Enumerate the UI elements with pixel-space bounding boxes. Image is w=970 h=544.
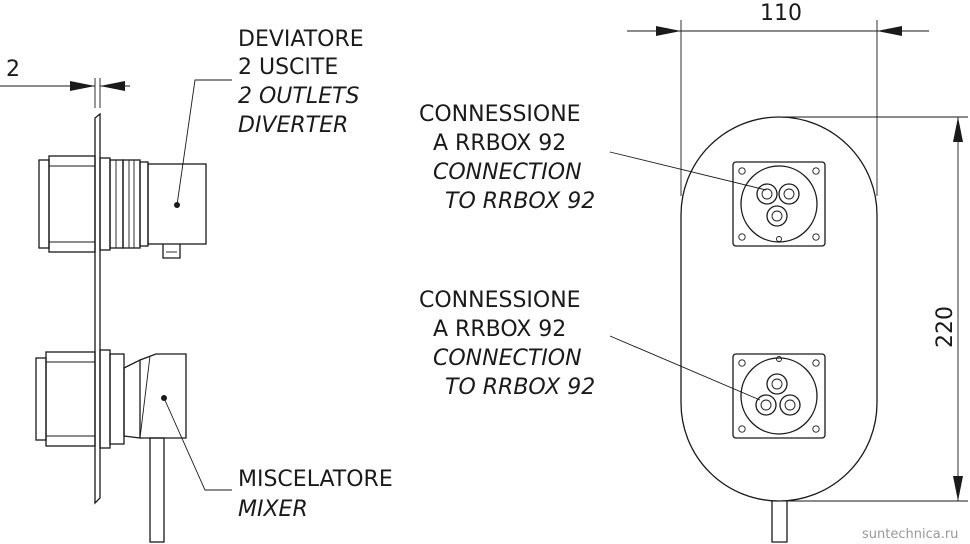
mixer-label: MISCELATORE MIXER	[238, 467, 393, 522]
thickness-dimension-label: 2	[6, 57, 20, 82]
diverter-label-it-1: DEVIATORE	[238, 27, 364, 52]
mixer-label-it: MISCELATORE	[238, 467, 393, 492]
mixer-lever-stub	[771, 501, 788, 543]
connection-top-label: CONNESSIONE A RRBOX 92 CONNECTION TO RRB…	[419, 102, 595, 214]
connection-bottom-leader	[609, 335, 761, 401]
side-view: 2	[0, 27, 393, 543]
width-dimension-label: 110	[760, 1, 802, 26]
connection-top-label-en-2: TO RRBOX 92	[445, 189, 595, 214]
connection-top-label-it-1: CONNESSIONE	[419, 102, 581, 127]
connection-block-top	[732, 161, 826, 247]
mixer-handle	[35, 349, 187, 543]
height-dimension: 220	[779, 116, 968, 502]
height-dimension-label: 220	[933, 306, 958, 348]
diverter-handle	[38, 155, 207, 259]
connection-bottom-label-it-1: CONNESSIONE	[419, 288, 581, 313]
connection-top-label-it-2: A RRBOX 92	[433, 131, 566, 156]
mixer-label-en: MIXER	[238, 497, 308, 522]
diverter-label-it-2: 2 USCITE	[238, 55, 338, 80]
thickness-dimension: 2	[0, 57, 130, 108]
diverter-leader	[176, 79, 232, 206]
connection-bottom-label-it-2: A RRBOX 92	[433, 317, 566, 342]
connection-bottom-label-en-1: CONNECTION	[433, 346, 582, 371]
mixer-leader	[163, 397, 232, 491]
diverter-label-en-2: DIVERTER	[238, 113, 348, 138]
cover-plate	[680, 116, 878, 502]
wall-plate	[94, 112, 101, 505]
connection-top-label-en-1: CONNECTION	[433, 160, 582, 185]
watermark: suntechnica.ru	[862, 527, 958, 542]
diverter-label: DEVIATORE 2 USCITE 2 OUTLETS DIVERTER	[238, 27, 364, 138]
connection-top-leader	[609, 151, 767, 191]
connection-bottom-label: CONNESSIONE A RRBOX 92 CONNECTION TO RRB…	[419, 288, 595, 400]
connection-bottom-label-en-2: TO RRBOX 92	[445, 375, 595, 400]
front-view: 110 220	[419, 1, 968, 543]
diverter-label-en-1: 2 OUTLETS	[238, 84, 359, 109]
connection-block-bottom	[732, 353, 826, 439]
width-dimension: 110	[627, 1, 929, 196]
